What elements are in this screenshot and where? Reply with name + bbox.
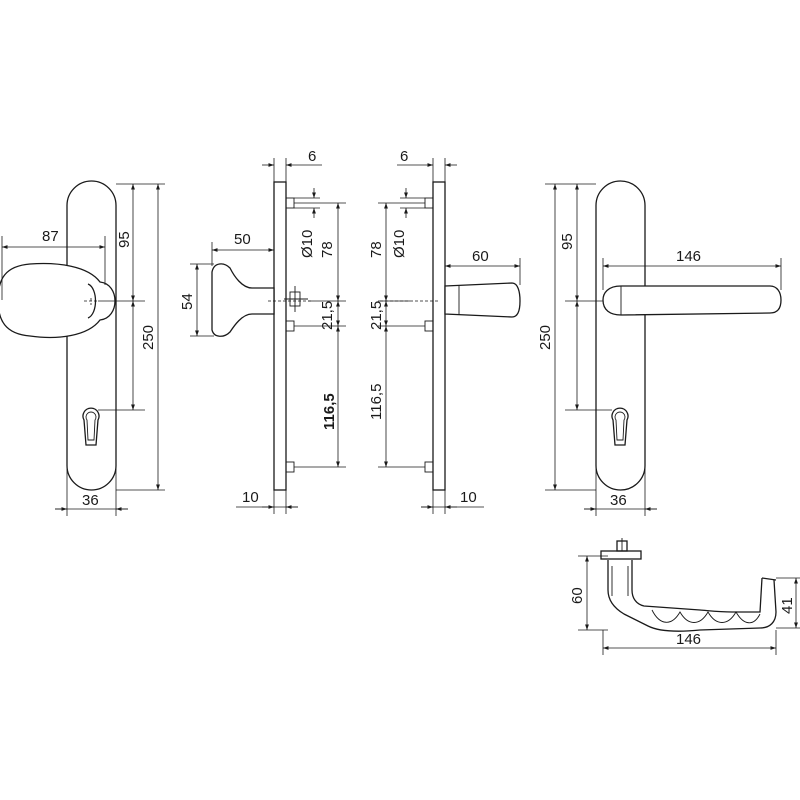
dim-height-right: 250 — [537, 325, 554, 350]
dim-plate-thickness-left: 10 — [242, 489, 259, 506]
dim-upper-distance-left: 78 — [319, 241, 336, 258]
lever-detail-view: 60 146 41 — [569, 538, 800, 655]
dim-knob-height: 54 — [179, 293, 196, 310]
side-view-lever: 6 Ø10 78 21,5 116,5 60 10 — [368, 148, 521, 514]
front-view-knob-plate: 87 95 250 36 — [0, 180, 165, 516]
dim-plate-thickness-right: 10 — [460, 489, 477, 506]
spindle-cross-icon — [284, 286, 308, 312]
dim-lever-detail-height: 60 — [569, 587, 586, 604]
lever-grip-waves — [651, 609, 761, 624]
dim-width-right: 36 — [610, 492, 627, 509]
dim-knob-depth: 50 — [234, 231, 251, 248]
dim-lower-distance-right: 116,5 — [368, 384, 385, 420]
escutcheon-plate-right — [595, 180, 646, 491]
dim-lower-distance-left: 116,5 — [321, 393, 338, 430]
lever-inner-profile — [631, 560, 763, 613]
dim-knob-offset: 87 — [42, 228, 59, 245]
lever-outer-profile — [607, 560, 777, 632]
lever-rosette — [600, 550, 642, 560]
escutcheon-plate — [66, 180, 117, 491]
dim-hole-diameter-right: Ø10 — [391, 230, 408, 258]
dim-lever-depth: 60 — [472, 248, 489, 265]
dim-width: 36 — [82, 492, 99, 509]
dim-offset-top-left: 6 — [308, 148, 316, 165]
dim-lever-detail-length: 146 — [676, 631, 701, 648]
dim-hole-diameter-left: Ø10 — [299, 230, 316, 258]
dim-offset-top-right: 6 — [400, 148, 408, 165]
side-view-knob: 6 Ø10 78 21,5 116,5 50 54 10 — [179, 148, 346, 514]
knob-side-outline — [211, 263, 275, 337]
lever-side-outline — [444, 282, 521, 318]
plate-side — [273, 181, 287, 491]
dim-height: 250 — [140, 325, 157, 350]
dim-to-keyhole: 95 — [116, 231, 133, 248]
dim-lever-grip-height: 41 — [779, 597, 796, 614]
dim-middle-distance-left: 21,5 — [319, 301, 336, 330]
plate-side-right — [432, 181, 446, 491]
keyhole-icon — [82, 407, 100, 446]
keyhole-icon — [611, 407, 629, 446]
lever-front-outline — [602, 285, 782, 316]
dim-lever-length: 146 — [676, 248, 701, 265]
dim-middle-distance-right: 21,5 — [368, 301, 385, 330]
front-view-lever-plate: 95 250 146 36 — [537, 180, 782, 516]
dim-upper-distance-right: 78 — [368, 241, 385, 258]
dim-to-keyhole-right: 95 — [559, 233, 576, 250]
knob-outline — [0, 262, 116, 339]
